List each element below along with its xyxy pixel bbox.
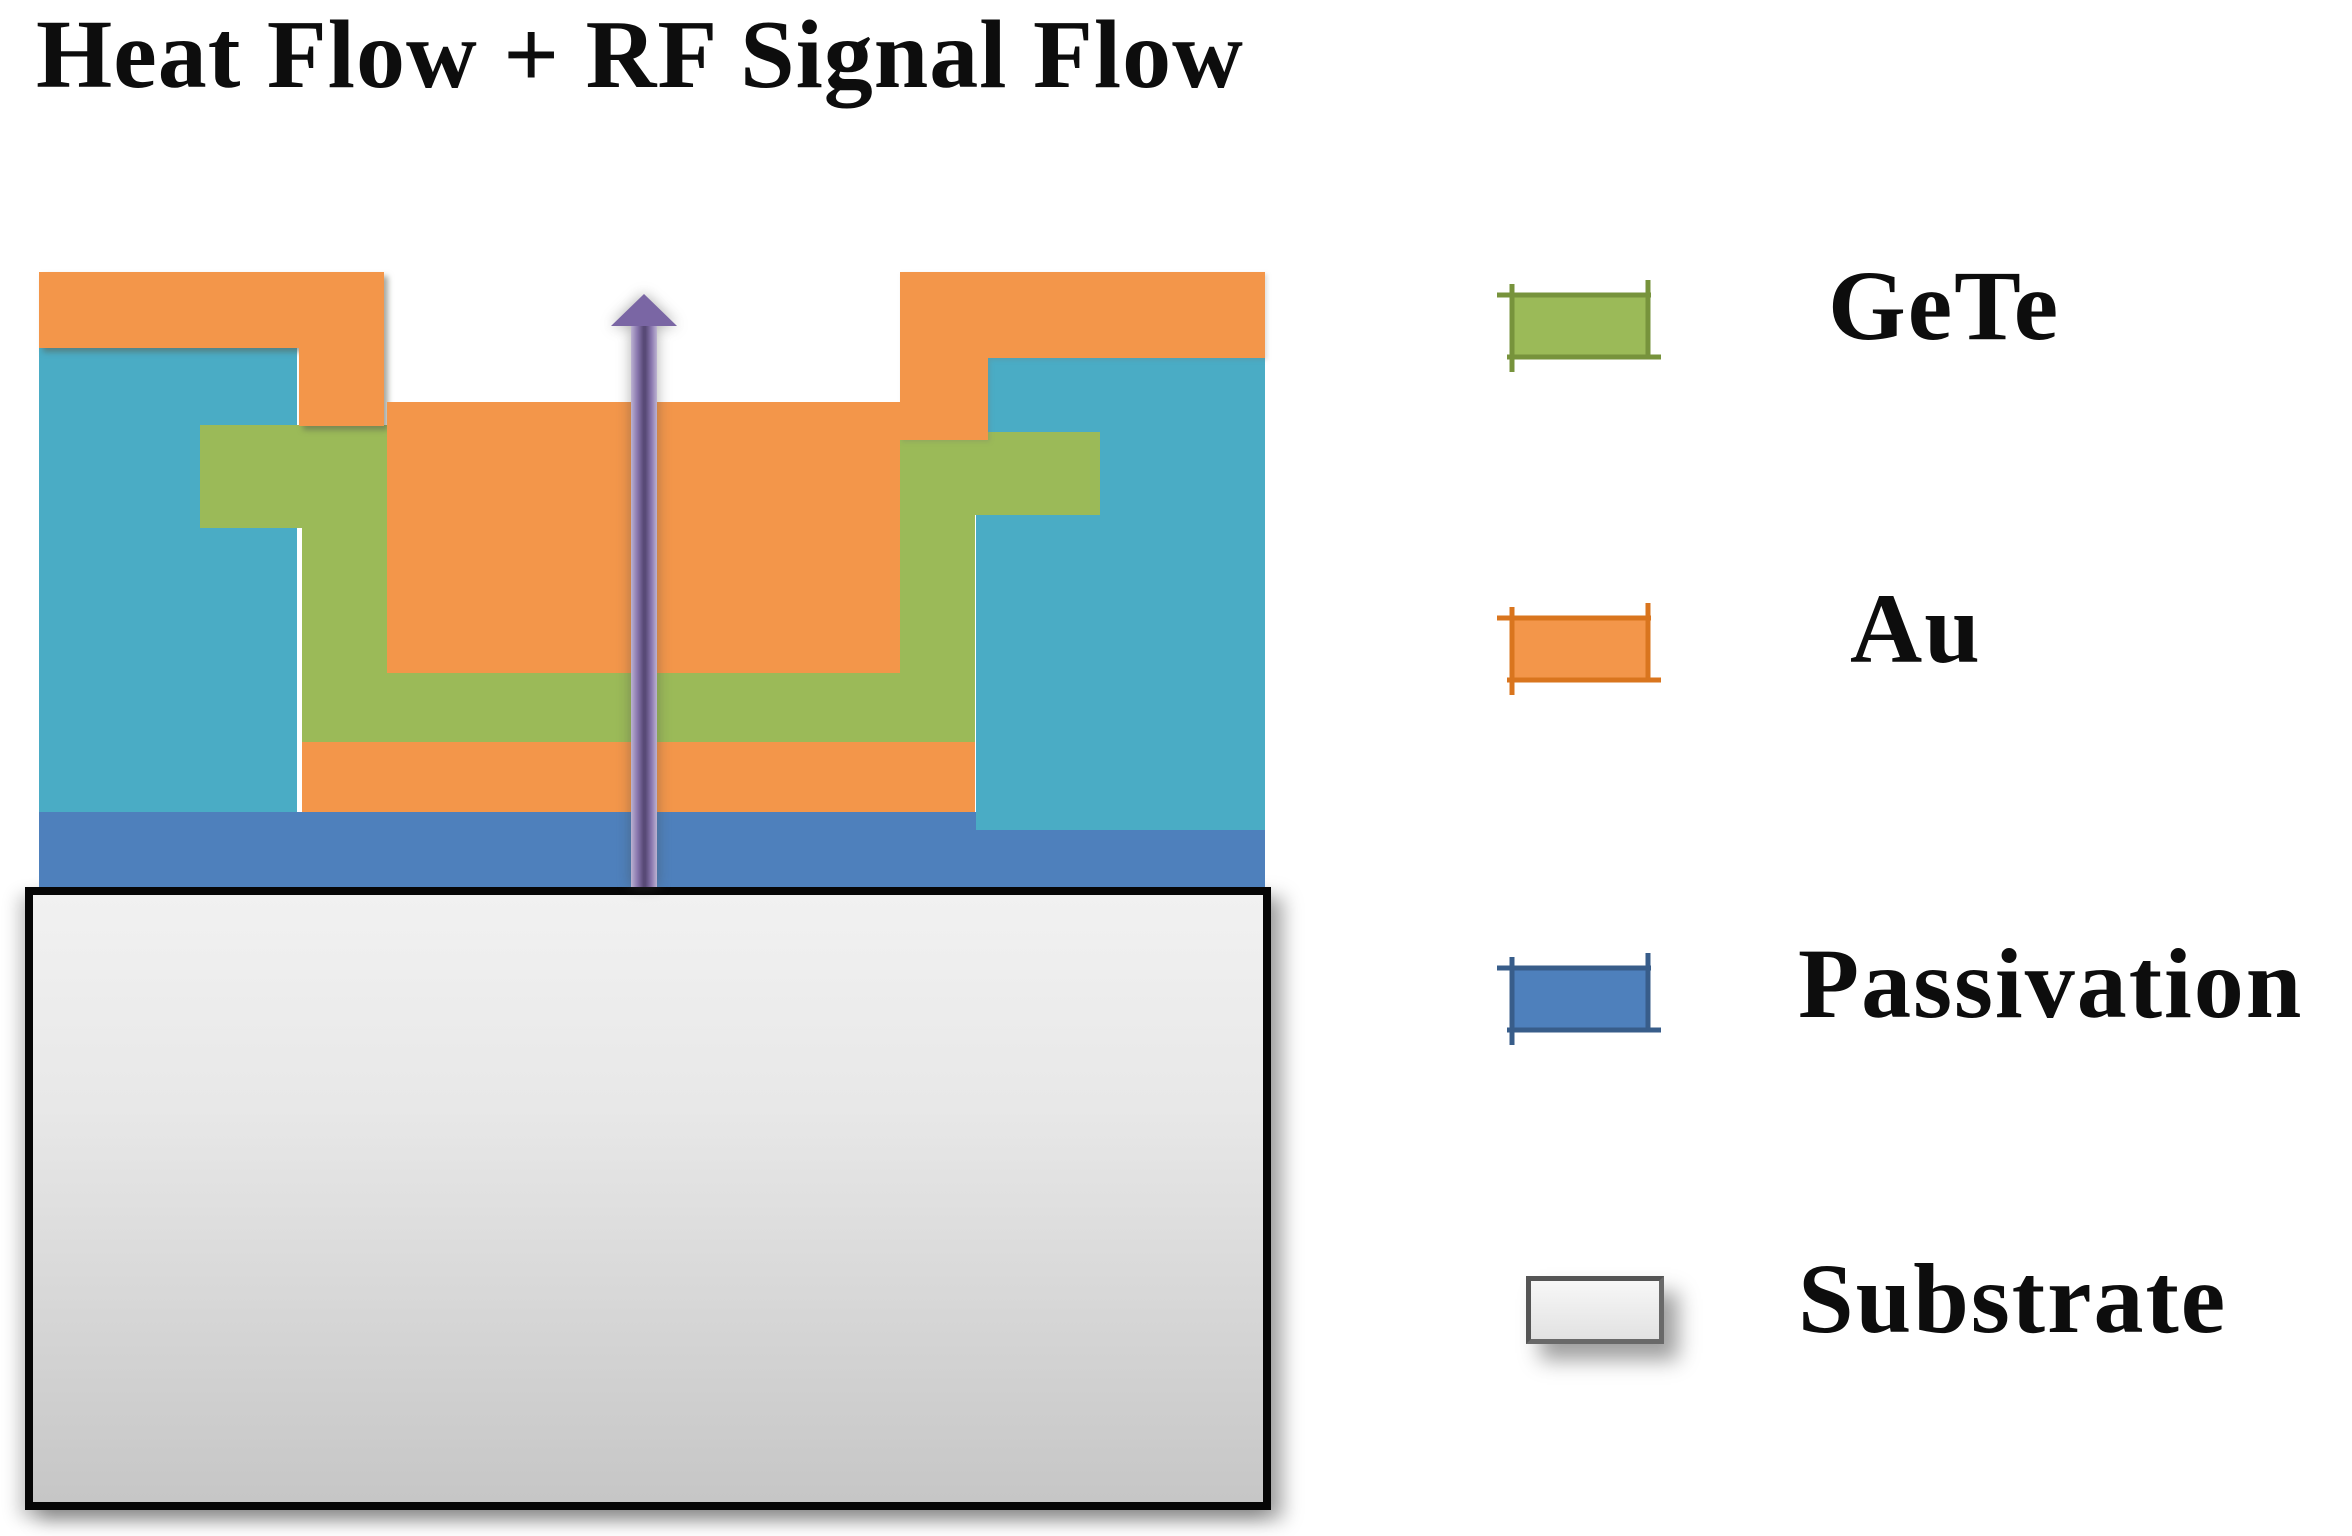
gete-layer-right-wide [895, 432, 1100, 515]
legend-swatch-substrate [1526, 1276, 1664, 1344]
arrow-head-icon [611, 294, 677, 326]
legend-label-substrate: Substrate [1798, 1243, 2228, 1354]
legend-label-passivation: Passivation [1798, 928, 2304, 1039]
au-top-right-via [900, 358, 988, 440]
figure-title: Heat Flow + RF Signal Flow [36, 1, 1244, 109]
au-top-right-pad [900, 272, 1265, 358]
arrow-shaft [631, 322, 657, 887]
legend-label-au: Au [1850, 573, 1982, 684]
gete-layer-left-wide [200, 425, 388, 528]
teal-layer-right-block [976, 358, 1265, 830]
legend-swatch-au [1497, 603, 1661, 695]
legend-swatch-passivation [1497, 953, 1661, 1045]
legend-swatch-gete [1497, 280, 1661, 372]
au-top-left-via [299, 348, 384, 426]
teal-layer-left-block [39, 348, 297, 812]
substrate-block [25, 887, 1271, 1510]
legend-label-gete: GeTe [1828, 250, 2061, 361]
au-top-left-pad [39, 272, 384, 348]
